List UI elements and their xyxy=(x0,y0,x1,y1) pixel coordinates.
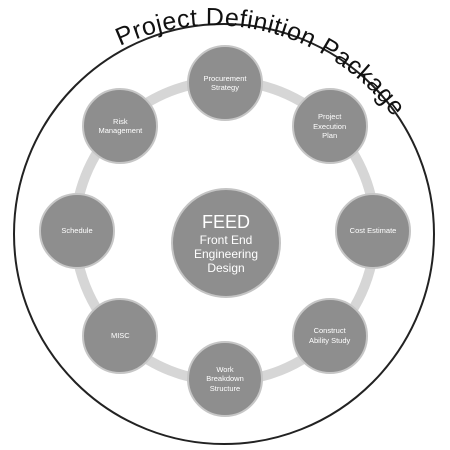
outer-circle xyxy=(13,23,435,445)
center-title: FEED xyxy=(201,211,250,232)
node-label: Construct Ability Study xyxy=(309,326,351,345)
node-cost-estimate: Cost Estimate xyxy=(335,193,411,269)
node-label: Work Breakdown Structure xyxy=(206,364,244,393)
node-schedule: Schedule xyxy=(39,193,115,269)
node-label: MISC xyxy=(110,330,130,340)
center-node-feed: FEED Front End Engineering Design xyxy=(171,188,281,298)
node-misc: MISC xyxy=(82,297,159,374)
node-construct-ability-study: Construct Ability Study xyxy=(291,297,368,374)
diagram-title: Project Definition Package xyxy=(111,3,410,121)
node-label: Project Execution Plan xyxy=(313,112,347,141)
node-procurement-strategy: Procurement Strategy xyxy=(187,45,263,121)
node-work-breakdown-structure: Work Breakdown Structure xyxy=(187,341,263,417)
node-label: Cost Estimate xyxy=(349,226,397,236)
center-subtitle: Front End Engineering Design xyxy=(193,232,259,275)
node-risk-management: Risk Management xyxy=(82,88,159,165)
node-label: Procurement Strategy xyxy=(203,73,247,93)
svg-text:Project Definition Package: Project Definition Package xyxy=(111,3,411,121)
node-label: Risk Management xyxy=(98,116,143,136)
node-label: Schedule xyxy=(61,226,93,236)
node-project-execution-plan: Project Execution Plan xyxy=(291,88,368,165)
